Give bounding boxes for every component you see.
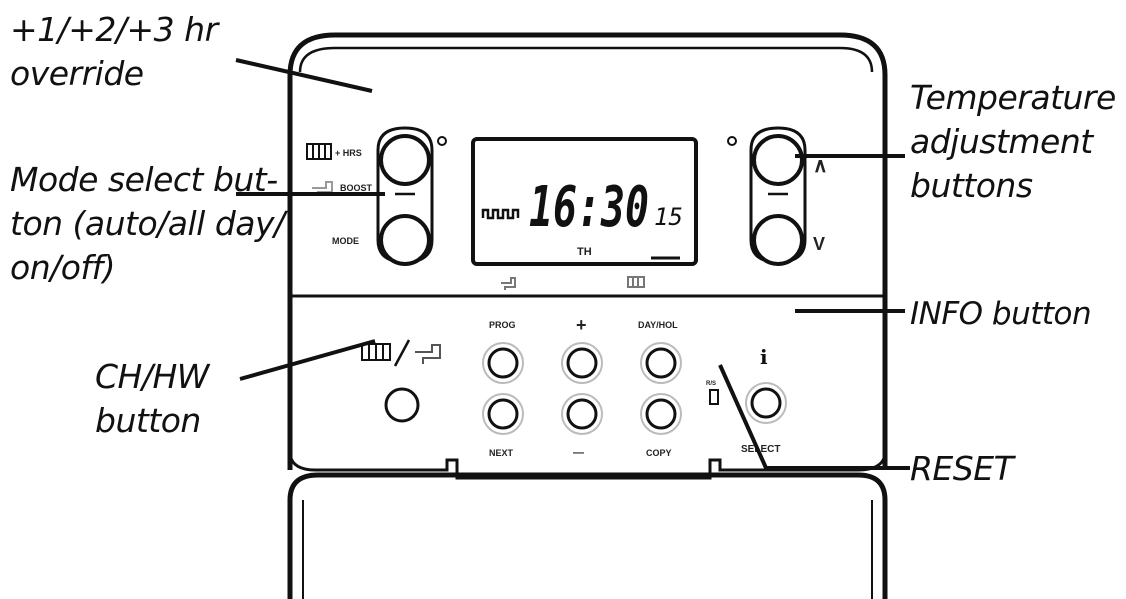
temperature-callout-line-1: Temperature	[910, 78, 1116, 117]
override-callout: +1/+2/+3 hr override	[10, 8, 218, 96]
device-housing	[287, 32, 888, 470]
mode-select-callout: Mode select but- ton (auto/all day/ on/o…	[10, 158, 285, 290]
ch-hw-leader	[239, 339, 376, 381]
lower-cover	[287, 472, 888, 599]
next-ring	[482, 393, 524, 435]
left-indicator-led	[437, 136, 447, 146]
ch-hw-callout: CH/HW button	[95, 355, 209, 443]
dayhol-ring	[640, 342, 682, 384]
lcd-display: 16:30 15 TH	[471, 137, 698, 266]
prog-button[interactable]	[487, 347, 519, 379]
down-symbol: V	[813, 234, 825, 254]
override-leader	[235, 58, 373, 93]
temperature-callout-line-3: buttons	[910, 166, 1033, 205]
override-callout-line-2: override	[10, 54, 144, 93]
mode-button[interactable]	[379, 214, 431, 266]
temperature-up-button[interactable]	[752, 134, 804, 186]
select-label: SELECT	[741, 444, 780, 455]
lcd-time: 16:30	[529, 175, 649, 240]
copy-button[interactable]	[645, 398, 677, 430]
minus-button[interactable]	[566, 398, 598, 430]
plus-button[interactable]	[566, 347, 598, 379]
mode-label: MODE	[332, 236, 359, 246]
minus-label: —	[573, 447, 584, 459]
reset-slot[interactable]	[709, 389, 719, 405]
hrs-label: + HRS	[335, 148, 362, 158]
info-ring	[745, 382, 787, 424]
dayhol-label: DAY/HOL	[638, 320, 678, 330]
copy-label: COPY	[646, 448, 672, 458]
plus-label: +	[576, 315, 587, 335]
ch-hw-button[interactable]	[384, 387, 420, 423]
prog-ring	[482, 342, 524, 384]
next-button[interactable]	[487, 398, 519, 430]
mode-select-callout-line-2: ton (auto/all day/	[10, 204, 285, 243]
mode-select-callout-line-1: Mode select but-	[10, 160, 278, 199]
radiator-icon-small	[627, 276, 645, 288]
left-button-pair	[376, 126, 434, 266]
lcd-seconds: 15	[654, 203, 683, 231]
copy-ring	[640, 393, 682, 435]
temperature-down-button[interactable]	[752, 214, 804, 266]
plus-ring	[561, 342, 603, 384]
ch-hw-icon	[361, 339, 441, 367]
prog-label: PROG	[489, 320, 516, 330]
right-indicator-led	[727, 136, 737, 146]
reset-label: R/S	[706, 381, 716, 387]
info-symbol: i	[760, 345, 768, 369]
temperature-callout: Temperature adjustment buttons	[910, 76, 1116, 208]
tap-icon-small	[501, 277, 516, 290]
panel-bottom-edge	[288, 454, 887, 480]
reset-callout: RESET	[910, 449, 1014, 488]
radiator-icon	[306, 143, 332, 160]
program-wave-icon	[481, 208, 520, 220]
housing-top-lip	[298, 46, 874, 73]
info-callout: INFO button	[910, 296, 1092, 332]
boost-label: BOOST	[340, 183, 373, 193]
mode-select-callout-line-3: on/off)	[10, 248, 116, 287]
override-callout-line-1: +1/+2/+3 hr	[10, 10, 218, 49]
next-label: NEXT	[489, 448, 514, 458]
right-button-pair	[749, 126, 807, 266]
override-button[interactable]	[379, 134, 431, 186]
ch-hw-callout-line-2: button	[95, 401, 201, 440]
ch-hw-callout-line-1: CH/HW	[95, 357, 209, 396]
lcd-day: TH	[577, 246, 592, 258]
temperature-callout-line-2: adjustment	[910, 122, 1093, 161]
dayhol-button[interactable]	[645, 347, 677, 379]
minus-ring	[561, 393, 603, 435]
info-button[interactable]	[750, 387, 782, 419]
up-symbol: ∧	[813, 155, 828, 177]
reset-leader	[718, 364, 910, 470]
